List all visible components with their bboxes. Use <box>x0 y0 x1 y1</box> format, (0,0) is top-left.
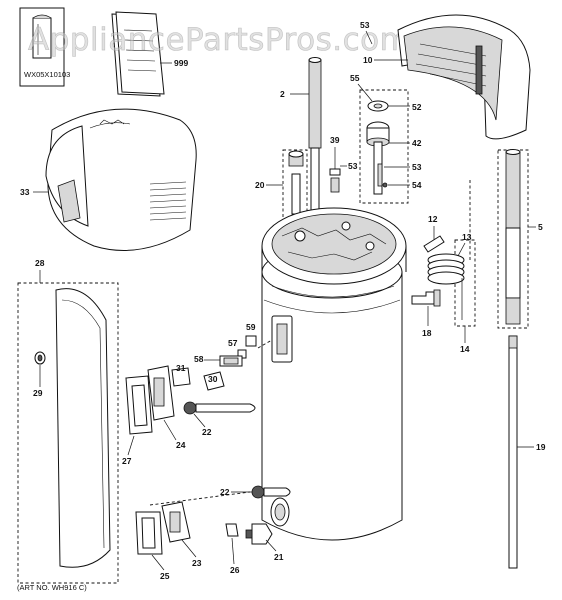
part-valve-21[interactable] <box>245 523 273 545</box>
part-cover-23[interactable] <box>161 501 191 543</box>
part-plug-29[interactable] <box>34 351 46 365</box>
callout-54: 54 <box>412 180 422 190</box>
callout-39: 39 <box>330 135 340 145</box>
part-front-panel[interactable] <box>55 288 111 568</box>
part-electronics-cover[interactable] <box>45 108 197 251</box>
art-number: (ART NO. WH916 C) <box>17 583 87 592</box>
part-gasket-27[interactable] <box>125 375 153 435</box>
parts-kit-bottle[interactable]: WX05X10103 <box>19 7 70 87</box>
callout-59: 59 <box>246 322 256 332</box>
callout-28: 28 <box>35 258 45 268</box>
callout-22a: 22 <box>202 427 212 437</box>
callout-29: 29 <box>33 388 43 398</box>
part-rod-19[interactable] <box>508 335 518 569</box>
part-dip-tube[interactable] <box>366 100 390 195</box>
part-thermostat-59[interactable] <box>245 335 257 347</box>
callout-26: 26 <box>230 565 240 575</box>
callout-13: 13 <box>462 232 472 242</box>
callout-53c: 53 <box>412 162 422 172</box>
callout-24: 24 <box>176 440 186 450</box>
rod-group <box>497 149 529 329</box>
part-manual[interactable] <box>111 11 165 97</box>
part-elbow-18[interactable] <box>411 289 441 307</box>
callout-18: 18 <box>422 328 432 338</box>
callout-2: 2 <box>280 89 285 99</box>
part-rod-5[interactable] <box>505 149 521 325</box>
callout-27: 27 <box>122 456 132 466</box>
callout-30: 30 <box>208 374 218 384</box>
callout-20: 20 <box>255 180 265 190</box>
callout-55: 55 <box>350 73 360 83</box>
coil-group <box>454 239 476 327</box>
part-element-22a[interactable] <box>183 401 256 415</box>
part-tank[interactable] <box>261 207 407 541</box>
callout-52: 52 <box>412 102 422 112</box>
part-coil-13[interactable] <box>427 253 465 320</box>
callout-23: 23 <box>192 558 202 568</box>
callout-31: 31 <box>176 363 186 373</box>
callout-12: 12 <box>428 214 438 224</box>
part-element-22b[interactable] <box>251 485 291 499</box>
part-top-cover[interactable] <box>397 14 531 140</box>
part-sensor-12[interactable] <box>423 235 445 253</box>
vent-slots <box>149 181 187 221</box>
callout-53a: 53 <box>360 20 370 30</box>
part-heat-trap[interactable] <box>288 150 304 215</box>
callout-53b: 53 <box>348 161 358 171</box>
callout-22b: 22 <box>220 487 230 497</box>
dip-tube-group <box>359 89 409 204</box>
callout-58: 58 <box>194 354 204 364</box>
part-fitting-39[interactable] <box>329 168 341 193</box>
callout-19: 19 <box>536 442 546 452</box>
part-bracket-30[interactable] <box>203 371 225 391</box>
part-anode-rod[interactable] <box>308 57 322 219</box>
front-panel-group <box>17 282 119 584</box>
watermark: AppliancePartsPros.com <box>28 22 410 58</box>
callout-21: 21 <box>274 552 284 562</box>
callout-10: 10 <box>363 55 373 65</box>
kit-label: WX05X10103 <box>24 70 70 79</box>
part-gasket-25[interactable] <box>135 511 163 555</box>
part-cover-24[interactable] <box>147 365 175 421</box>
part-thermostat-58[interactable] <box>219 355 243 367</box>
callout-33: 33 <box>20 187 30 197</box>
callout-14: 14 <box>460 344 470 354</box>
callout-5: 5 <box>538 222 543 232</box>
callout-999: 999 <box>174 58 188 68</box>
callout-42: 42 <box>412 138 422 148</box>
part-fitting-26[interactable] <box>225 523 239 537</box>
callout-57: 57 <box>228 338 238 348</box>
part-bracket-31[interactable] <box>171 367 191 387</box>
callout-25: 25 <box>160 571 170 581</box>
